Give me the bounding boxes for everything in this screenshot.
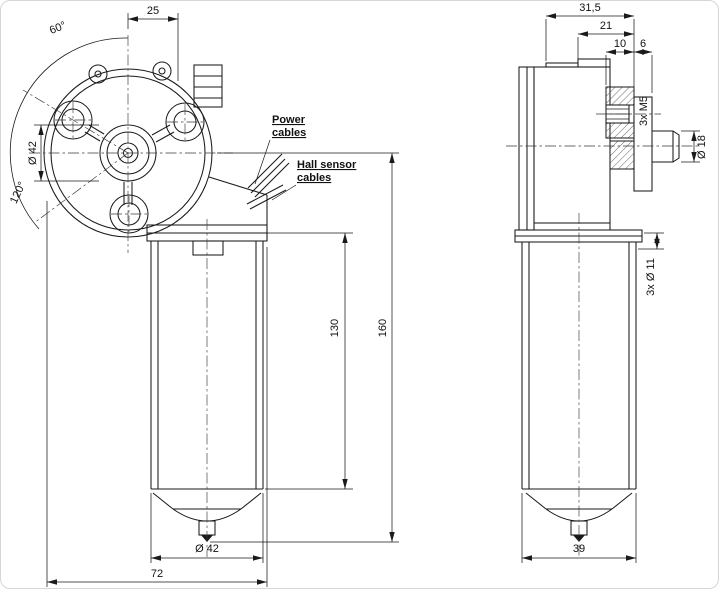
side-view-outline bbox=[514, 58, 680, 542]
dim-72: 72 bbox=[151, 568, 163, 580]
label-power-cables-line1: Power bbox=[272, 114, 306, 126]
dim-130: 130 bbox=[329, 319, 341, 337]
dim-mount-holes-3x-11: 3x Ø 11 bbox=[645, 258, 657, 296]
dim-boss-diameter: Ø 42 bbox=[27, 141, 39, 165]
dim-thread-3x-m5: 3x M5 bbox=[638, 96, 650, 126]
dim-shaft-diameter: Ø 18 bbox=[696, 135, 708, 159]
dim-60-degrees: 60° bbox=[48, 20, 68, 37]
dim-tube-diameter: Ø 42 bbox=[195, 543, 219, 555]
dim-21: 21 bbox=[600, 20, 612, 32]
label-hall-sensor-line1: Hall sensor bbox=[297, 159, 357, 171]
dim-10: 10 bbox=[614, 38, 626, 50]
dim-6: 6 bbox=[640, 38, 646, 50]
dim-120-degrees: 120° bbox=[8, 180, 28, 206]
annotations: 25 60° Ø 42 120° 130 160 Ø 42 72 Power c… bbox=[8, 2, 708, 580]
front-view-outline bbox=[9, 37, 268, 542]
dim-39: 39 bbox=[573, 543, 585, 555]
dim-160: 160 bbox=[377, 319, 389, 337]
dim-31-5: 31,5 bbox=[579, 2, 600, 14]
label-power-cables-line2: cables bbox=[272, 127, 306, 139]
dim-25: 25 bbox=[147, 5, 159, 17]
dimension-lines bbox=[34, 13, 700, 587]
center-lines bbox=[22, 35, 701, 557]
cable-bundles bbox=[246, 139, 297, 210]
label-hall-sensor-line2: cables bbox=[297, 172, 331, 184]
